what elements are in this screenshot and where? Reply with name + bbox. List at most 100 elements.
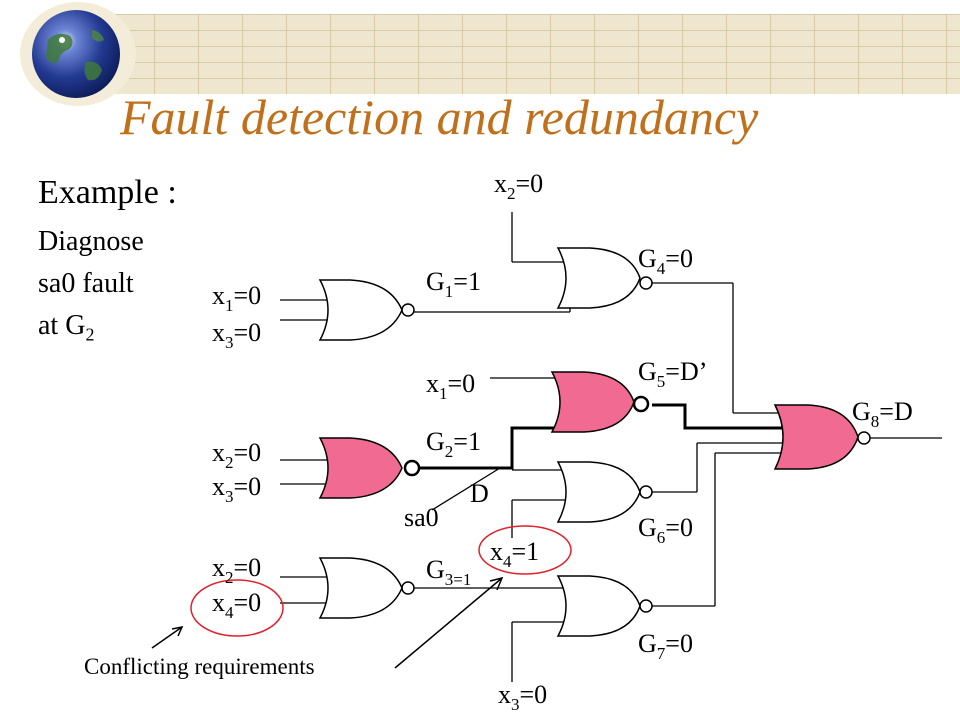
label-x3-g2-part: x [212, 472, 225, 501]
label-x2-g2-part: x [212, 438, 225, 467]
label-x4-g6: x4=1 [490, 537, 539, 571]
label-g8: G8=D [852, 397, 913, 431]
label-g6-part: G [638, 513, 657, 542]
label-sa0: sa0 [404, 503, 439, 532]
label-g7-part: =0 [665, 629, 693, 658]
label-x4-g6-part: =1 [512, 537, 540, 566]
gate-g6-bubble [639, 485, 653, 499]
label-x3-bottom: x3=0 [498, 680, 547, 714]
label-g8-part: 8 [871, 412, 880, 431]
label-x1-g5-part: =0 [448, 369, 476, 398]
gate-g7 [556, 575, 641, 637]
fault-path [420, 403, 787, 470]
label-g4: G4=0 [638, 244, 693, 278]
label-g6: G6=0 [638, 513, 693, 547]
gate-g4-bubble [639, 276, 653, 290]
world-map-banner [110, 14, 960, 94]
annotation-arrows [151, 576, 504, 669]
label-x3-g2: x3=0 [212, 472, 261, 506]
label-x1-g1: x1=0 [212, 281, 261, 315]
annotation-arrowhead-left [171, 625, 184, 637]
label-g5-part: 5 [657, 372, 666, 391]
wires [280, 212, 942, 682]
label-g4-part: 4 [657, 259, 666, 278]
conflict-circle-x4-0 [190, 579, 284, 637]
label-x3-bottom-part: 3 [511, 695, 520, 714]
gate-g7-bubble [639, 599, 653, 613]
gate-g1-bubble [401, 303, 415, 317]
label-x3-g1-part: 3 [225, 333, 234, 352]
annotation-arrow-left [151, 626, 183, 649]
label-x2-g3-part: =0 [234, 553, 262, 582]
label-x1-g1-part: 1 [225, 296, 234, 315]
label-g4-part: G [638, 244, 657, 273]
label-x3-g2-part: 3 [225, 487, 234, 506]
label-g1-part: G [426, 267, 445, 296]
label-g8-part: =D [879, 397, 912, 426]
example-heading: Example : [38, 174, 177, 211]
label-x3-g1-part: =0 [234, 318, 262, 347]
label-x3-bottom-part: =0 [520, 680, 548, 709]
label-x2-top: x2=0 [494, 169, 543, 203]
example-line-3-subscript: 2 [85, 324, 95, 345]
label-fault-d: D [470, 479, 489, 508]
label-g1: G1=1 [426, 267, 481, 301]
gate-g6 [556, 461, 641, 523]
label-x3-g1: x3=0 [212, 318, 261, 352]
conflict-circle-x4-1 [478, 525, 572, 575]
label-x4-g6-part: x [490, 537, 503, 566]
label-x3-g1-part: x [212, 318, 225, 347]
label-x2-g2: x2=0 [212, 438, 261, 472]
label-g6-part: =0 [665, 513, 693, 542]
label-g2: G2=1 [426, 427, 481, 461]
gate-g3-bubble [401, 581, 415, 595]
annotation-conflicting-requirements: Conflicting requirements [84, 654, 315, 679]
label-x3-bottom-part: x [498, 680, 511, 709]
label-g4-part: =0 [665, 244, 693, 273]
label-x2-top-part: =0 [516, 169, 544, 198]
gate-g3 [318, 557, 403, 619]
label-g3: G3=1 [426, 555, 471, 589]
gates [318, 247, 871, 637]
label-x2-g2-part: =0 [234, 438, 262, 467]
gate-g2-bubble [403, 459, 421, 477]
label-x1-g1-part: x [212, 281, 225, 310]
label-g5-part: =D’ [665, 357, 707, 386]
label-x4-g3-part: x [212, 588, 225, 617]
gate-g5 [550, 371, 635, 433]
page-title: Fault detection and redundancy [120, 89, 759, 145]
label-g2-part: 2 [445, 442, 454, 461]
example-line-3-text: at G [38, 310, 86, 341]
label-x1-g5-part: 1 [439, 384, 448, 403]
label-x2-g2-part: 2 [225, 453, 234, 472]
label-x4-g3: x4=0 [212, 588, 261, 622]
label-x1-g5: x1=0 [426, 369, 475, 403]
gate-g8 [773, 404, 859, 470]
label-x1-g1-part: =0 [234, 281, 262, 310]
label-g3-part: 3=1 [445, 570, 472, 589]
label-x2-top-part: x [494, 169, 507, 198]
label-x4-g3-part: 4 [225, 603, 234, 622]
sa0-arrow [431, 467, 501, 511]
label-g1-part: =1 [453, 267, 481, 296]
label-g7-part: G [638, 629, 657, 658]
label-x4-g3-part: =0 [234, 588, 262, 617]
label-x2-g3: x2=0 [212, 553, 261, 587]
label-g3-part: G [426, 555, 445, 584]
label-x4-g6-part: 4 [503, 552, 512, 571]
label-x3-g2-part: =0 [234, 472, 262, 501]
label-g7: G7=0 [638, 629, 693, 663]
gate-g4 [556, 247, 641, 309]
label-g2-part: G [426, 427, 445, 456]
example-line-2: sa0 fault [38, 268, 134, 299]
label-g6-part: 6 [657, 528, 666, 547]
label-g2-part: =1 [453, 427, 481, 456]
label-x1-g5-part: x [426, 369, 439, 398]
globe-logo [0, 0, 150, 112]
label-g8-part: G [852, 397, 871, 426]
gate-g5-bubble [632, 395, 650, 413]
label-x2-top-part: 2 [507, 184, 516, 203]
label-x2-g3-part: 2 [225, 568, 234, 587]
gate-g2 [318, 437, 403, 499]
